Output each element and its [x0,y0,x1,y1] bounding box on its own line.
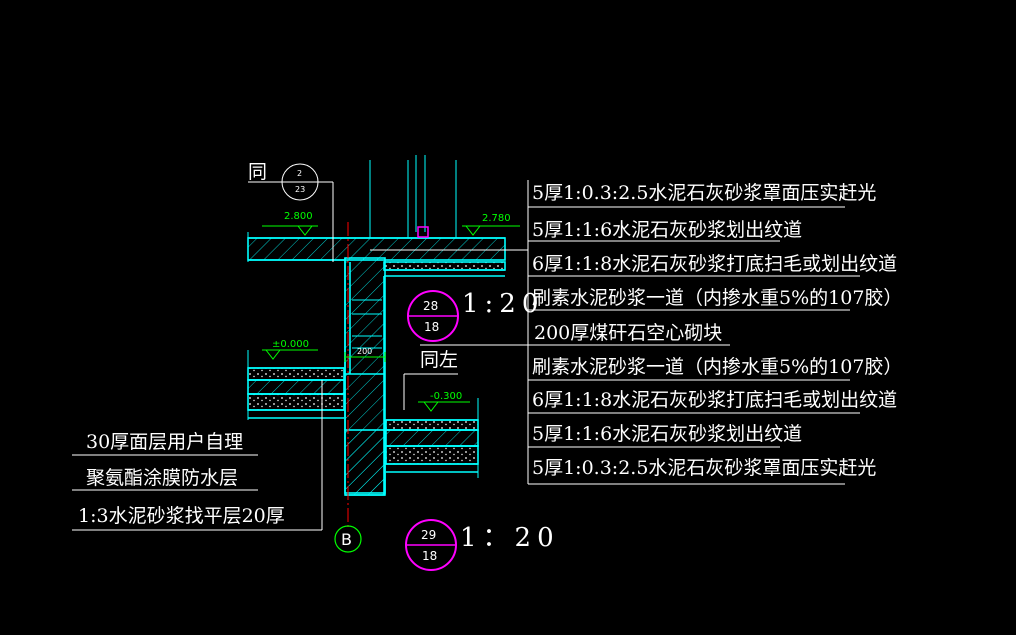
svg-text:18: 18 [424,320,439,334]
elevation-left-top: 2.800 [284,211,313,222]
svg-text:23: 23 [295,185,305,194]
detail-callout-1: 28 18 [407,290,459,342]
elevation-markers [262,225,520,412]
elevation-right-top: 2.780 [482,213,511,224]
detail-callout-2: 29 18 [405,519,457,571]
dimension-200: 200 [344,347,386,362]
svg-text:29: 29 [421,528,436,542]
svg-text:2: 2 [297,169,302,178]
svg-text:28: 28 [423,299,438,313]
detail-scale-1: 1:20 [462,289,544,319]
notes-left: 30厚面层用户自理 聚氨酯涂膜防水层 1:3水泥砂浆找平层20厚 [78,431,285,527]
note-right-1: 5厚1:0.3:2.5水泥石灰砂浆罩面压实赶光 [532,182,876,204]
svg-text:B: B [341,530,352,549]
structure [247,155,506,496]
junction-marker [417,226,429,238]
same-left-label: 同左 [420,349,458,371]
detail-scale-2: 1：20 [460,523,560,553]
leader-lines [72,180,860,531]
note-right-5: 200厚煤矸石空心砌块 [534,322,722,344]
note-left-1: 30厚面层用户自理 [86,431,243,453]
dimension-text: 200 [357,347,372,356]
note-right-6: 刷素水泥砂浆一道（内掺水重5%的107胶） [532,356,902,378]
note-right-7: 6厚1:1:8水泥石灰砂浆打底扫毛或划出纹道 [532,389,897,411]
notes-right: 5厚1:0.3:2.5水泥石灰砂浆罩面压实赶光 5厚1:1:6水泥石灰砂浆划出纹… [532,182,902,479]
ref-bubble-top: 2 23 [281,163,319,201]
note-right-4: 刷素水泥砂浆一道（内掺水重5%的107胶） [532,287,902,309]
svg-text:18: 18 [422,549,437,563]
elevation-zero: ±0.000 [272,339,309,350]
ref-top-label: 同 [248,161,267,183]
axis-bubble: B [334,525,362,553]
note-right-2: 5厚1:1:6水泥石灰砂浆划出纹道 [532,219,802,241]
note-right-8: 5厚1:1:6水泥石灰砂浆划出纹道 [532,423,802,445]
note-right-3: 6厚1:1:8水泥石灰砂浆打底扫毛或划出纹道 [532,253,897,275]
note-right-9: 5厚1:0.3:2.5水泥石灰砂浆罩面压实赶光 [532,457,876,479]
elevation-minus: -0.300 [430,391,462,402]
note-left-3: 1:3水泥砂浆找平层20厚 [78,505,285,527]
note-left-2: 聚氨酯涂膜防水层 [86,467,238,489]
